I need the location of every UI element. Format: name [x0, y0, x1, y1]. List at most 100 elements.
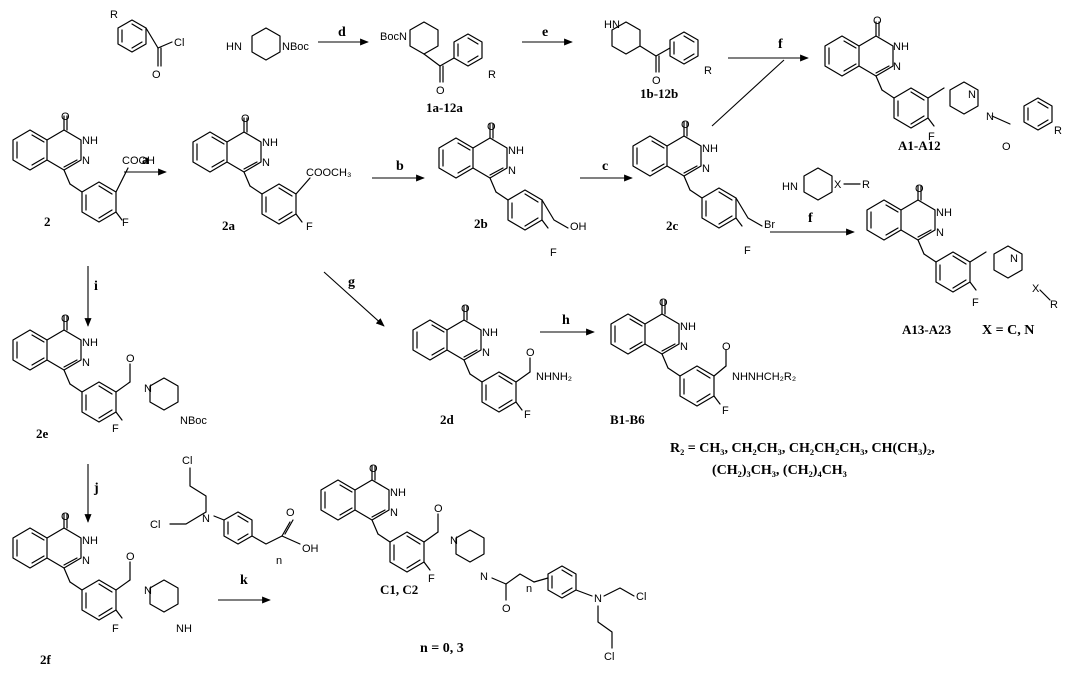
n-atom: N: [390, 507, 398, 519]
cl-atom: Cl: [636, 591, 646, 603]
n-atom: N: [82, 155, 90, 167]
step-a: a: [142, 153, 149, 168]
cl-atom: Cl: [604, 651, 614, 663]
f-atom: F: [928, 131, 935, 143]
compound-2-label: 2: [44, 214, 51, 229]
o-atom: O: [61, 111, 70, 123]
r1-atom: R: [488, 69, 496, 81]
r2-definition-line2: (CH₂)₃CH₃, (CH₂)₄CH₃: [712, 463, 847, 478]
o-atom: O: [652, 75, 661, 87]
n-subscript: n: [276, 555, 282, 567]
r-atom: R: [862, 179, 870, 191]
n-atom: N: [82, 555, 90, 567]
compound-1a-12a-label: 1a-12a: [426, 100, 463, 115]
nboc-atom: NBoc: [282, 41, 309, 53]
compound-2e-label: 2e: [36, 426, 49, 441]
nh-atom: NH: [893, 41, 909, 53]
compound-2b-label: 2b: [474, 216, 488, 231]
n-atom: N: [480, 571, 488, 583]
n-atom: N: [594, 593, 602, 605]
oh-atom: OH: [302, 543, 319, 555]
o-atom: O: [126, 551, 135, 563]
n-atom: N: [680, 341, 688, 353]
compound-2-structure: O NH N COOH F: [12, 111, 155, 229]
o-atom: O: [436, 85, 445, 97]
compound-2e-structure: O NH N O N NBoc F: [12, 313, 207, 435]
step-b: b: [396, 159, 404, 174]
compound-b1-b6-structure: O NH N O NHNHCH₂R₂ F: [610, 297, 796, 417]
step-e: e: [542, 25, 548, 40]
n-atom: N: [82, 357, 90, 369]
nh-atom: NH: [482, 327, 498, 339]
nh-atom: NH: [680, 321, 696, 333]
step-g: g: [348, 275, 355, 290]
o-atom: O: [241, 113, 250, 125]
step-c: c: [602, 159, 608, 174]
nh-atom: NH: [508, 145, 524, 157]
f-atom: F: [744, 245, 751, 257]
compound-c1-c2-label: C1, C2: [380, 582, 418, 597]
br-atom: Br: [764, 219, 775, 231]
nh-atom: NH: [82, 337, 98, 349]
nhnhch2r2-atom: NHNHCH₂R₂: [732, 371, 796, 383]
f-atom: F: [122, 217, 129, 229]
o-atom: O: [286, 507, 295, 519]
mustard-acid-reagent: Cl Cl N n O OH: [150, 455, 319, 567]
hn-atom: HN: [604, 19, 620, 31]
n-atom: N: [144, 585, 152, 597]
n-atom: N: [986, 111, 994, 123]
o-atom: O: [126, 353, 135, 365]
compound-a1-a12-structure: O NH N F N N O R: [824, 15, 1062, 153]
compound-b1-b6-label: B1-B6: [610, 412, 645, 427]
r1-atom: R: [704, 65, 712, 77]
o-atom: O: [152, 69, 161, 81]
x-atom: X: [834, 179, 842, 191]
f-atom: F: [550, 247, 557, 259]
compound-2d-label: 2d: [440, 412, 455, 427]
o-atom: O: [659, 297, 668, 309]
n-atom: N: [1010, 253, 1018, 265]
r-atom: R: [1050, 299, 1058, 311]
n-atom: N: [968, 89, 976, 101]
n-atom: N: [702, 163, 710, 175]
f-atom: F: [972, 297, 979, 309]
nh-atom: NH: [702, 143, 718, 155]
o-atom: O: [434, 503, 443, 515]
cl-atom: Cl: [174, 37, 184, 49]
compound-2b-structure: O NH N OH F: [438, 121, 587, 259]
cooch3-atom: COOCH₃: [306, 167, 351, 179]
n-atom: N: [144, 383, 152, 395]
r1-atom: R: [110, 9, 118, 21]
n-atom: N: [893, 61, 901, 73]
step-h: h: [562, 313, 570, 328]
o-atom: O: [61, 313, 70, 325]
x-definition: X = C, N: [982, 323, 1034, 338]
step-f1: f: [778, 37, 783, 52]
f-atom: F: [722, 405, 729, 417]
compound-2a-structure: O NH N COOCH₃ F: [192, 113, 351, 233]
nh-atom: NH: [82, 535, 98, 547]
acyl-chloride: Cl O R: [110, 9, 184, 81]
f-atom: F: [428, 573, 435, 585]
compound-1b-12b-label: 1b-12b: [640, 86, 678, 101]
o-atom: O: [722, 341, 731, 353]
n-subscript: n: [526, 583, 532, 595]
o-atom: O: [1002, 141, 1011, 153]
compound-a13-a23-structure: O NH N N X R F: [866, 183, 1058, 311]
compound-2d-structure: O NH N O NHNH₂ F: [412, 303, 572, 421]
step-f2: f: [808, 211, 813, 226]
n-atom: N: [508, 165, 516, 177]
n-atom: N: [202, 513, 210, 525]
compound-2f-label: 2f: [40, 652, 52, 667]
o-atom: O: [461, 303, 470, 315]
o-atom: O: [61, 511, 70, 523]
nh-atom: NH: [390, 487, 406, 499]
o-atom: O: [873, 15, 882, 27]
compound-a13-a23-label: A13-A23: [902, 322, 952, 337]
compound-2a-label: 2a: [222, 218, 236, 233]
step-d: d: [338, 25, 346, 40]
boc-piperazine: HN NBoc: [226, 27, 309, 61]
o-atom: O: [487, 121, 496, 133]
step-k: k: [240, 573, 248, 588]
f-atom: F: [112, 423, 119, 435]
